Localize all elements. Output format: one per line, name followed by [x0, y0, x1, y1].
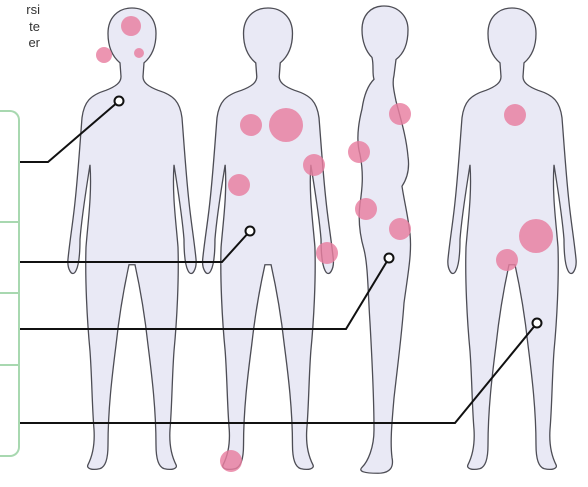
spot	[96, 47, 112, 63]
spot	[228, 174, 250, 196]
spot	[269, 108, 303, 142]
spot	[121, 16, 141, 36]
spot	[519, 219, 553, 253]
callout-hip-marker	[246, 227, 255, 236]
spot	[389, 103, 411, 125]
spot	[316, 242, 338, 264]
spot	[240, 114, 262, 136]
callout-leg-marker	[533, 319, 542, 328]
spot	[348, 141, 370, 163]
spot	[303, 154, 325, 176]
spot	[496, 249, 518, 271]
spot	[389, 218, 411, 240]
spot	[355, 198, 377, 220]
callout-thigh-marker	[385, 254, 394, 263]
callout-chest-marker	[115, 97, 124, 106]
spot	[134, 48, 144, 58]
spot	[504, 104, 526, 126]
figure-back-view	[448, 8, 576, 469]
spot	[220, 450, 242, 472]
figure-front-three-quarter-view	[203, 8, 334, 469]
figure-front-view	[68, 8, 196, 469]
